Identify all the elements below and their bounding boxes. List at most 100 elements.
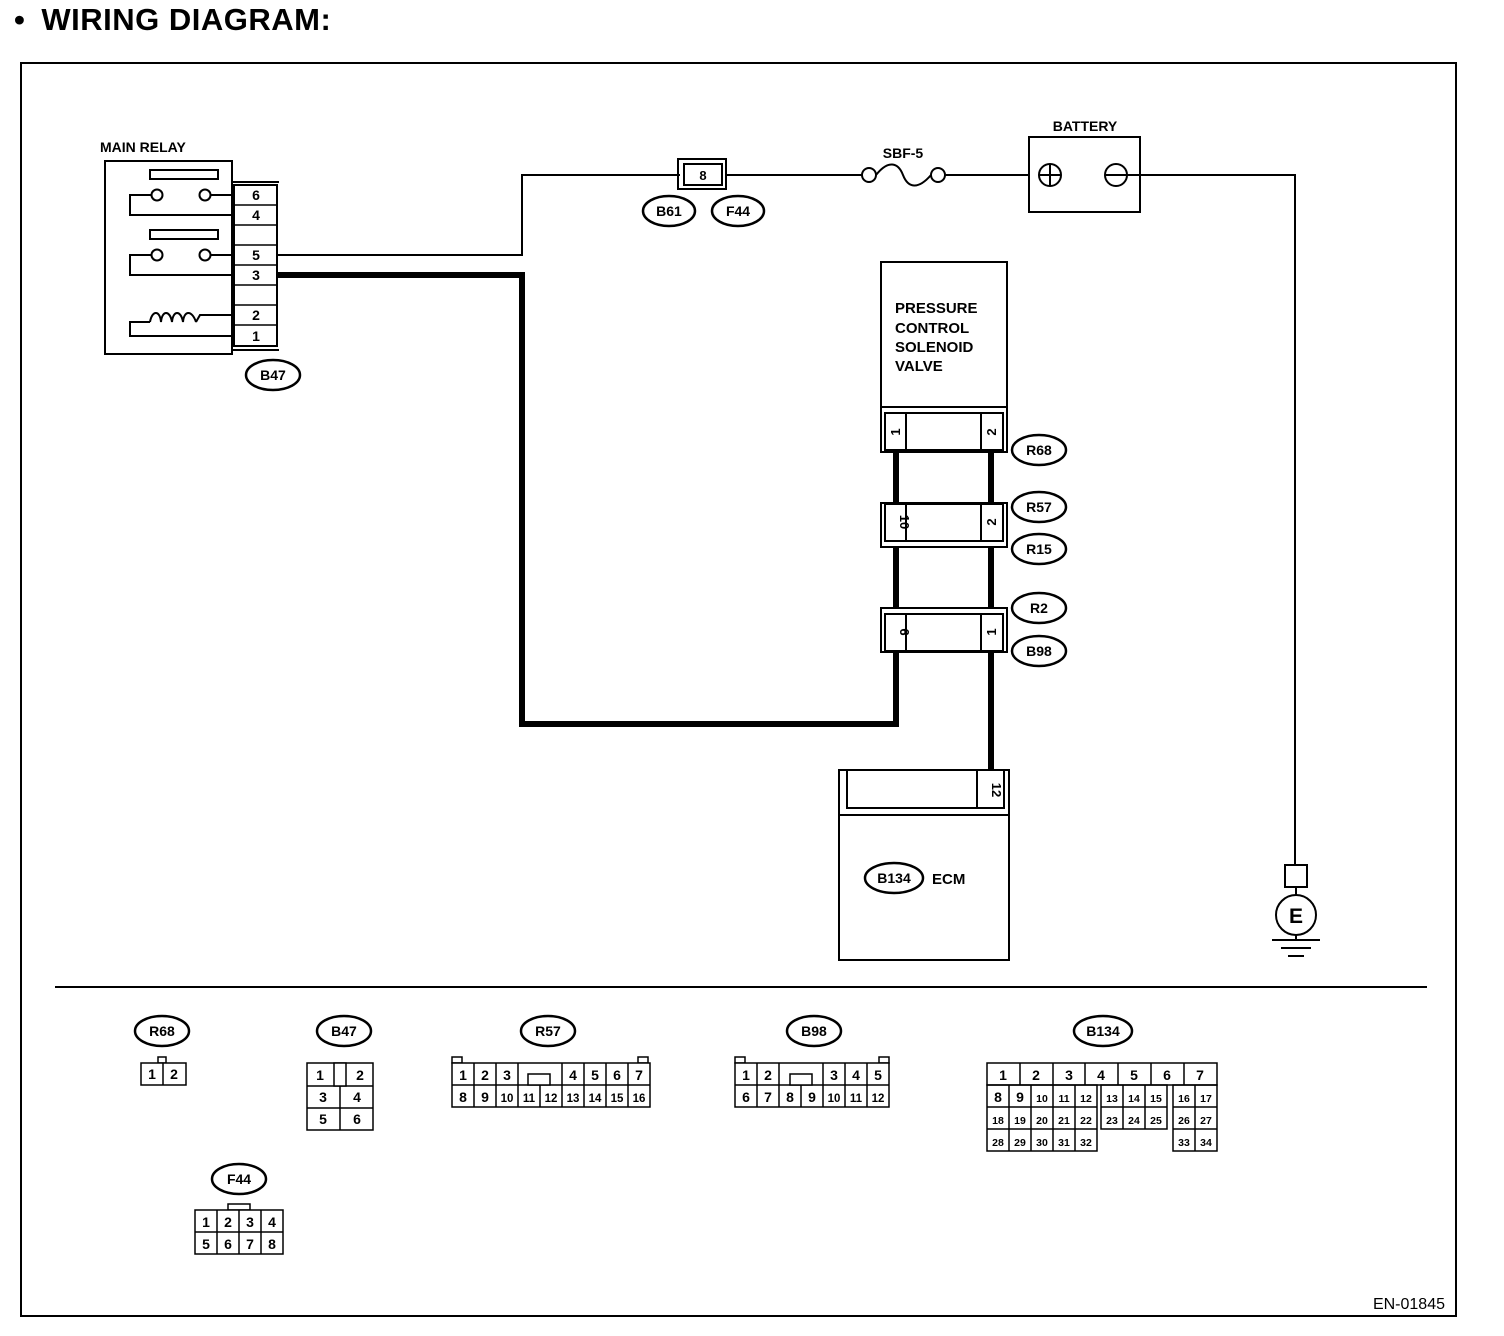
face-pin: 19 xyxy=(1014,1115,1026,1127)
connector-r2-b98: 6 1 xyxy=(880,607,1008,653)
face-pin: 33 xyxy=(1178,1137,1190,1149)
r68-pin-left: 1 xyxy=(888,428,903,435)
sbf-label: SBF-5 xyxy=(883,145,924,161)
face-pin: 25 xyxy=(1150,1115,1162,1127)
pressure-control-solenoid-valve: PRESSURE CONTROL SOLENOID VALVE xyxy=(880,261,1008,408)
connector-face-f44: F44 1 2 3 4 5 6 7 8 xyxy=(194,1162,284,1255)
relay-contact-2 xyxy=(129,229,232,276)
connector-tag-b134: B134 xyxy=(863,861,925,895)
face-pin: 1 xyxy=(316,1067,324,1083)
connector-tag-f44: F44 xyxy=(710,194,766,228)
svg-text:B61: B61 xyxy=(656,203,682,219)
face-pin: 3 xyxy=(246,1214,254,1230)
face-pin: 28 xyxy=(992,1137,1004,1149)
face-pin: 7 xyxy=(764,1089,772,1105)
face-pin: 5 xyxy=(1130,1067,1138,1083)
harness-wires xyxy=(893,452,994,770)
face-tag: R57 xyxy=(535,1023,561,1039)
face-pin: 24 xyxy=(1128,1115,1140,1127)
face-pin: 15 xyxy=(1150,1093,1162,1105)
r68-pin-right: 2 xyxy=(984,428,999,435)
face-pin: 10 xyxy=(501,1093,514,1105)
pcsv-label-line: PRESSURE xyxy=(895,300,978,317)
svg-text:R15: R15 xyxy=(1026,541,1052,557)
r2-pin-left: 6 xyxy=(897,628,912,635)
face-pin: 12 xyxy=(872,1093,885,1105)
face-pin: 2 xyxy=(224,1214,232,1230)
connector-face-r57: R57 1 2 3 4 5 6 7 8 9 10 11 12 13 14 15 … xyxy=(451,1014,651,1108)
fuse-pin: 8 xyxy=(699,168,706,183)
face-tag: F44 xyxy=(227,1171,251,1187)
face-pin: 34 xyxy=(1200,1137,1212,1149)
face-pin: 13 xyxy=(567,1093,580,1105)
pcsv-label-line: CONTROL xyxy=(895,320,969,337)
face-pin: 13 xyxy=(1106,1093,1118,1105)
svg-text:B47: B47 xyxy=(260,367,286,383)
face-pin: 12 xyxy=(545,1093,558,1105)
face-pin: 3 xyxy=(830,1067,838,1083)
face-pin: 2 xyxy=(764,1067,772,1083)
face-pin: 4 xyxy=(569,1067,577,1083)
connector-face-b98: B98 1 2 3 4 5 6 7 8 9 10 11 12 xyxy=(734,1014,890,1108)
face-pin: 14 xyxy=(589,1093,602,1105)
face-pin: 23 xyxy=(1106,1115,1118,1127)
face-tag: R68 xyxy=(149,1023,175,1039)
face-pin: 8 xyxy=(268,1236,276,1252)
connector-tag-r57: R57 xyxy=(1010,490,1068,524)
face-pin: 8 xyxy=(459,1089,467,1105)
face-pin: 11 xyxy=(850,1093,863,1105)
face-pin: 9 xyxy=(808,1089,816,1105)
face-pin: 16 xyxy=(633,1093,646,1105)
ecm-label: ECM xyxy=(932,871,965,888)
face-pin: 17 xyxy=(1200,1093,1212,1105)
battery-label: BATTERY xyxy=(1053,118,1118,134)
r2-pin-right: 1 xyxy=(984,628,999,635)
face-pin: 10 xyxy=(1036,1093,1048,1105)
face-pin: 20 xyxy=(1036,1115,1048,1127)
face-pin: 12 xyxy=(1080,1093,1092,1105)
face-pin: 2 xyxy=(1032,1067,1040,1083)
wire-relay-to-solenoid xyxy=(277,272,899,727)
face-pin: 7 xyxy=(246,1236,254,1252)
face-pin: 9 xyxy=(1016,1089,1024,1105)
wire-power-feed xyxy=(277,174,680,256)
face-pin: 3 xyxy=(319,1089,327,1105)
connector-tag-b47: B47 xyxy=(244,358,302,392)
page-title: •WIRING DIAGRAM: xyxy=(14,2,331,38)
face-pin: 29 xyxy=(1014,1137,1026,1149)
face-pin: 1 xyxy=(459,1067,467,1083)
connector-tag-r2: R2 xyxy=(1010,591,1068,625)
ecm-pin: 12 xyxy=(989,783,1004,797)
connector-tag-r68: R68 xyxy=(1010,433,1068,467)
svg-text:R2: R2 xyxy=(1030,600,1048,616)
relay-coil xyxy=(129,312,232,337)
face-pin: 6 xyxy=(1163,1067,1171,1083)
face-pin: 4 xyxy=(1097,1067,1105,1083)
face-pin: 11 xyxy=(1058,1093,1069,1105)
battery: BATTERY xyxy=(1028,118,1141,213)
face-pin: 8 xyxy=(994,1089,1002,1105)
relay-pin: 4 xyxy=(252,207,260,223)
connector-face-b47: B47 1 2 3 4 5 6 xyxy=(306,1014,374,1131)
face-pin: 6 xyxy=(613,1067,621,1083)
fuse-connector-8: 8 xyxy=(677,158,727,190)
relay-contact-1 xyxy=(129,169,232,216)
face-pin: 4 xyxy=(852,1067,860,1083)
figure-id: EN-01845 xyxy=(1373,1296,1445,1313)
face-pin: 6 xyxy=(353,1111,361,1127)
face-pin: 1 xyxy=(148,1066,156,1082)
face-pin: 21 xyxy=(1058,1115,1070,1127)
face-tag: B134 xyxy=(1086,1023,1120,1039)
face-pin: 5 xyxy=(874,1067,882,1083)
svg-text:B98: B98 xyxy=(1026,643,1052,659)
face-pin: 27 xyxy=(1200,1115,1212,1127)
connector-r57-r15: 10 2 xyxy=(880,502,1008,548)
face-pin: 8 xyxy=(786,1089,794,1105)
face-pin: 6 xyxy=(224,1236,232,1252)
connector-r68: 1 2 xyxy=(880,406,1008,453)
face-pin: 3 xyxy=(503,1067,511,1083)
relay-pin: 6 xyxy=(252,187,260,203)
connector-tag-b98: B98 xyxy=(1010,634,1068,668)
diagram-frame xyxy=(20,62,1457,1317)
